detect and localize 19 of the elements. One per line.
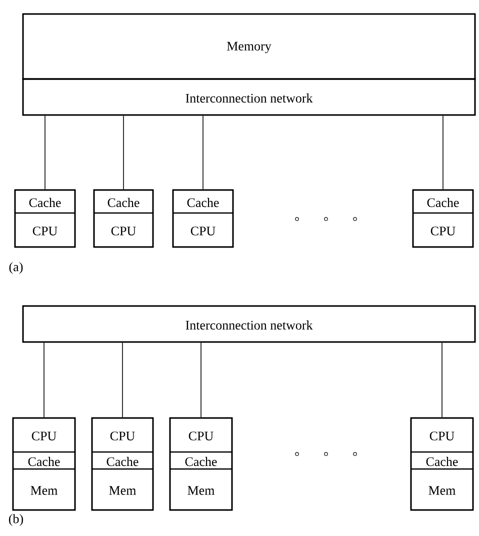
processor-box: Cache CPU xyxy=(412,189,474,248)
connector-line xyxy=(442,115,444,190)
connector-line xyxy=(123,115,124,190)
connector-line xyxy=(44,115,46,190)
memory-box: Memory xyxy=(22,13,476,80)
network-box: Interconnection network xyxy=(22,78,476,116)
processor-box: CPU Cache Mem xyxy=(12,417,76,511)
processor-box: Cache CPU xyxy=(14,189,76,248)
processor-box: CPU Cache Mem xyxy=(410,417,474,511)
processor-box: Cache CPU xyxy=(93,189,154,248)
processor-box: CPU Cache Mem xyxy=(91,417,154,511)
processor-box: Cache CPU xyxy=(172,189,234,248)
panel-label: (a) xyxy=(9,262,23,274)
processor-box: CPU Cache Mem xyxy=(169,417,233,511)
connector-line xyxy=(200,342,202,418)
connector-line xyxy=(122,342,123,418)
panel-label: (b) xyxy=(8,514,24,526)
connector-line xyxy=(202,115,204,190)
network-box: Interconnection network xyxy=(22,305,476,343)
